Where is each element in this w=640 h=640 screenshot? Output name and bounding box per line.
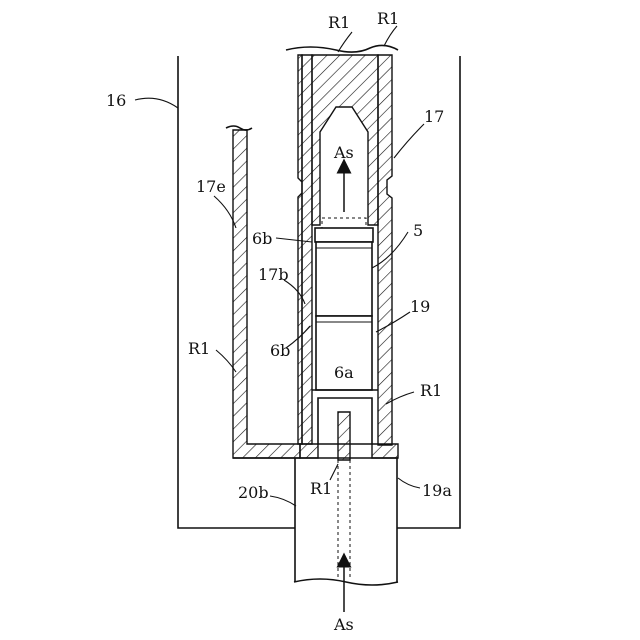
label-r1-top-right: R1 bbox=[377, 9, 399, 28]
label-17: 17 bbox=[424, 107, 444, 126]
label-17b: 17b bbox=[258, 265, 289, 284]
chamber-top bbox=[322, 218, 366, 228]
label-20b: 20b bbox=[238, 483, 269, 502]
label-6b-lower: 6b bbox=[270, 341, 290, 360]
label-r1-right: R1 bbox=[420, 381, 442, 400]
base-6a bbox=[312, 390, 378, 460]
label-16: 16 bbox=[106, 91, 126, 110]
label-r1-bottom: R1 bbox=[310, 479, 332, 498]
label-6b-upper: 6b bbox=[252, 229, 272, 248]
right-wall-r1 bbox=[378, 55, 392, 445]
label-6a: 6a bbox=[334, 363, 354, 382]
label-5: 5 bbox=[413, 221, 423, 240]
label-17e: 17e bbox=[196, 177, 226, 196]
label-r1-top-left: R1 bbox=[328, 13, 350, 32]
left-wall-r1 bbox=[298, 55, 312, 444]
label-19: 19 bbox=[410, 297, 430, 316]
label-r1-left: R1 bbox=[188, 339, 210, 358]
plate-6b-upper bbox=[315, 228, 373, 242]
outlet-pipe-20b bbox=[294, 458, 398, 585]
inner-tube-17e bbox=[226, 126, 300, 458]
label-as-bottom: As bbox=[333, 615, 354, 634]
label-as-top: As bbox=[333, 143, 354, 162]
label-19a: 19a bbox=[422, 481, 452, 500]
